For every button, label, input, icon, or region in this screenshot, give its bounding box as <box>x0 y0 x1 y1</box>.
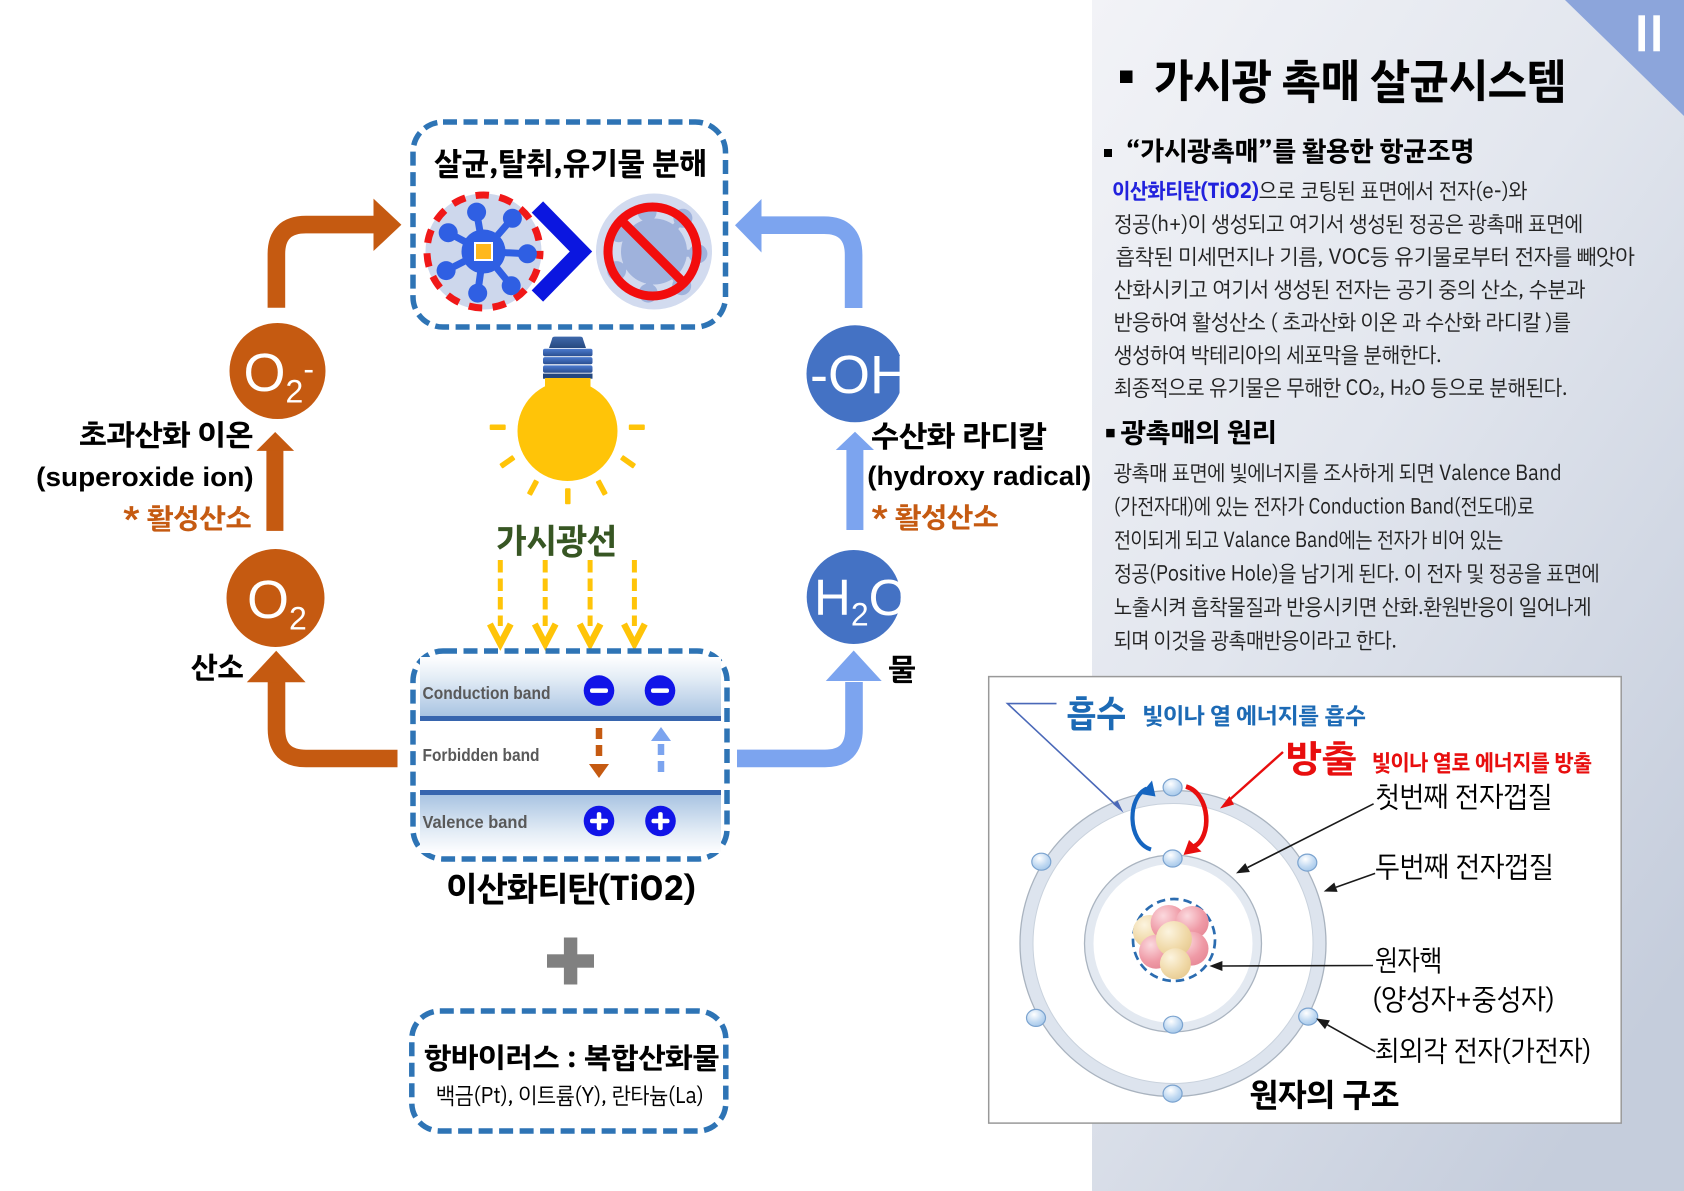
svg-text:-OH: -OH <box>810 345 909 405</box>
svg-text:(superoxide ion): (superoxide ion) <box>36 462 253 492</box>
svg-text:H2O: H2O <box>814 569 908 633</box>
svg-text:Conduction band: Conduction band <box>423 683 551 703</box>
svg-text:Forbidden band: Forbidden band <box>423 745 540 765</box>
svg-text:(hydroxy radical): (hydroxy radical) <box>867 461 1091 491</box>
svg-text:Valence band: Valence band <box>423 812 528 832</box>
